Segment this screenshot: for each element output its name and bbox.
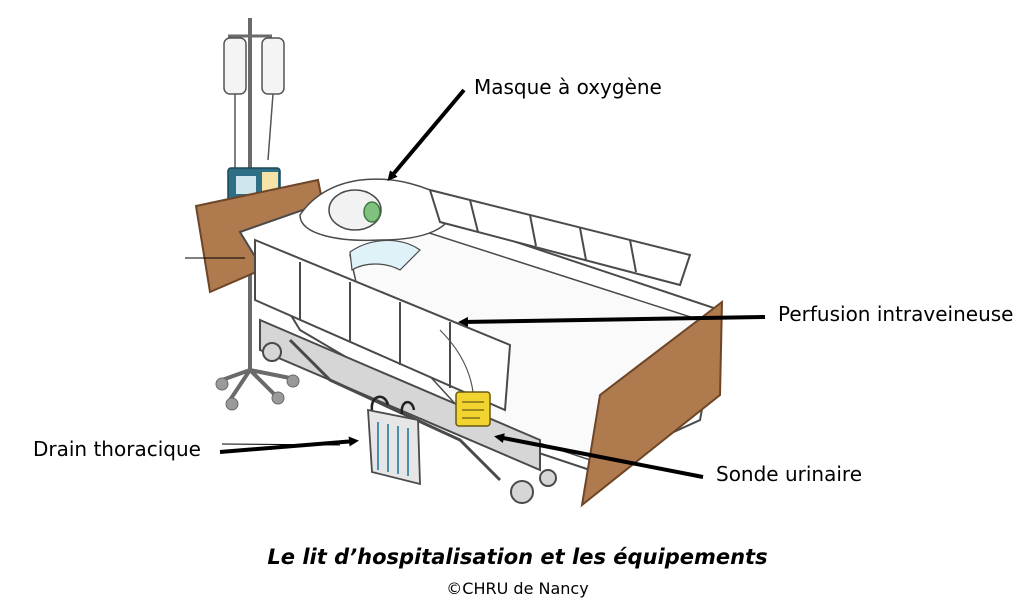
label-iv-infusion: Perfusion intraveineuse [778,302,1013,326]
arrow-oxygen-mask [390,90,464,178]
label-urinary-catheter: Sonde urinaire [716,462,862,486]
caption-title: Le lit d’hospitalisation et les équipeme… [0,545,1035,569]
label-oxygen-mask: Masque à oxygène [474,75,662,99]
caption-credit: ©CHRU de Nancy [0,579,1035,598]
label-chest-drain: Drain thoracique [33,437,201,461]
arrow-chest-drain [220,441,355,452]
patient-head [329,190,381,230]
iv-bags [224,38,284,180]
